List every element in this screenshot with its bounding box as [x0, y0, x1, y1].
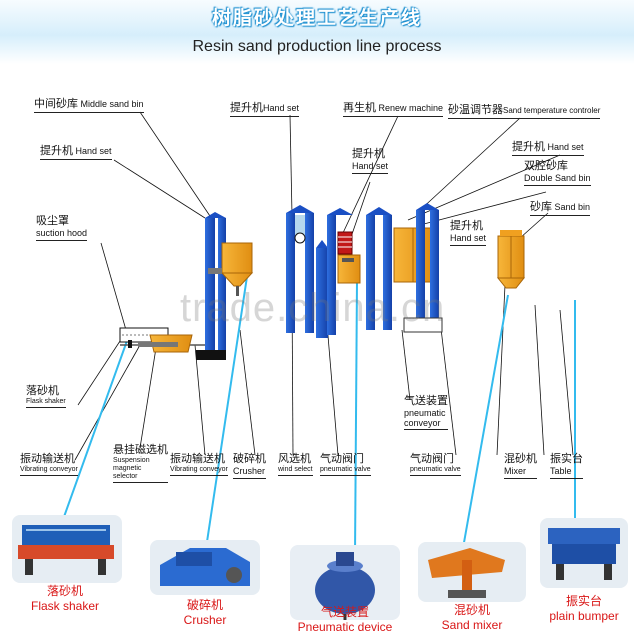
- label-hand-set-1: 提升机 Hand set: [40, 145, 112, 160]
- leader-lines: [74, 111, 574, 461]
- callout-lines: [59, 269, 576, 566]
- title-english: Resin sand production line process: [192, 38, 442, 55]
- label-sand-bin: 砂库 Sand bin: [530, 201, 591, 216]
- photo-crusher: [150, 540, 260, 595]
- photo-pneumatic-device: [290, 545, 400, 620]
- photo-flask-shaker: [12, 515, 122, 583]
- label-hand-set-4: 提升机 Hand set: [512, 141, 584, 156]
- label-hand-set-2: 提升机Hand set: [230, 102, 300, 117]
- photo-plain-bumper: [540, 518, 628, 588]
- sand-temp-unit: [327, 208, 354, 335]
- photo-sand-mixer: [418, 542, 526, 602]
- double-sand-bin-unit: [366, 203, 443, 333]
- label-renew-machine: 再生机 Renew machine: [343, 102, 444, 117]
- label-middle-sand-bin: 中间砂库 Middle sand bin: [34, 98, 144, 113]
- flask-shaker-unit: [119, 327, 193, 353]
- middle-sand-bin-unit: [196, 212, 254, 360]
- sand-bin-unit: [496, 230, 526, 289]
- title-banner: 树脂砂处理工艺生产线 Resin sand production line pr…: [0, 0, 634, 64]
- watermark: trade.china.cn: [180, 286, 446, 330]
- label-sand-temp-controller: 砂温调节器Sand temperature controler: [448, 104, 601, 119]
- title-chinese: 树脂砂处理工艺生产线: [211, 7, 422, 29]
